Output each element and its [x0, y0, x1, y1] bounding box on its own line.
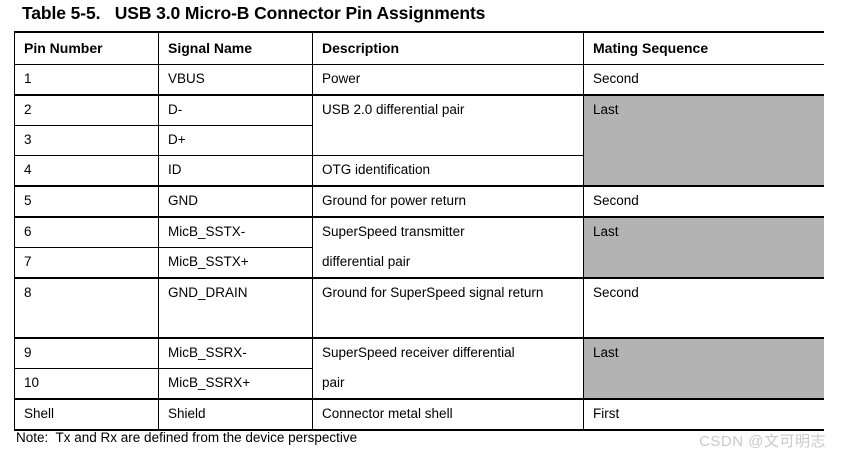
column-header-pin-number: Pin Number	[14, 31, 159, 66]
cell-signal-name: MicB_SSRX-	[158, 337, 313, 369]
cell-mating-sequence: Last	[583, 94, 824, 187]
cell-pin-number: 10	[14, 368, 159, 400]
cell-pin-number: 1	[14, 64, 159, 96]
cell-pin-number: Shell	[14, 398, 159, 432]
cell-pin-number: 9	[14, 337, 159, 369]
table-row: 10 MicB_SSRX+ pair	[14, 368, 824, 400]
cell-pin-number: 2	[14, 94, 159, 126]
cell-signal-name: GND_DRAIN	[158, 277, 313, 339]
cell-signal-name: MicB_SSRX+	[158, 368, 313, 400]
cell-description: Ground for SuperSpeed signal return	[312, 277, 584, 339]
cell-signal-name: GND	[158, 185, 313, 218]
cell-pin-number: 8	[14, 277, 159, 339]
cell-signal-name: MicB_SSTX+	[158, 247, 313, 279]
page-title: Table 5-5. USB 3.0 Micro-B Connector Pin…	[22, 3, 486, 23]
table-row: 6 MicB_SSTX- SuperSpeed transmitter Last	[14, 216, 824, 279]
cell-description: Power	[312, 64, 584, 96]
cell-signal-name: MicB_SSTX-	[158, 216, 313, 248]
table-row: 7 MicB_SSTX+ differential pair	[14, 247, 824, 279]
cell-description: Connector metal shell	[312, 398, 584, 432]
csdn-watermark: CSDN @文可明志	[699, 433, 826, 450]
cell-pin-number: 6	[14, 216, 159, 248]
table-row: 9 MicB_SSRX- SuperSpeed receiver differe…	[14, 337, 824, 400]
column-header-mating-sequence: Mating Sequence	[583, 31, 824, 66]
cell-description: Ground for power return	[312, 185, 584, 218]
cell-description: USB 2.0 differential pair	[312, 94, 584, 156]
table-footnote: Note: Tx and Rx are defined from the dev…	[16, 430, 358, 445]
cell-pin-number: 7	[14, 247, 159, 279]
cell-pin-number: 3	[14, 125, 159, 156]
cell-signal-name: Shield	[158, 398, 313, 432]
cell-pin-number: 5	[14, 185, 159, 218]
cell-signal-name: D-	[158, 94, 313, 126]
cell-mating-sequence: Last	[583, 337, 824, 400]
cell-mating-sequence: Last	[583, 216, 824, 279]
cell-signal-name: VBUS	[158, 64, 313, 96]
cell-pin-number: 4	[14, 155, 159, 187]
pin-assignment-table: Pin Number Signal Name Description Matin…	[14, 31, 824, 432]
table-row: 3 D+	[14, 125, 824, 156]
table-row: 1 VBUS Power Second	[14, 64, 824, 96]
cell-signal-name: D+	[158, 125, 313, 156]
table-row: 4 ID OTG identification	[14, 155, 824, 187]
cell-mating-sequence: Second	[583, 185, 824, 218]
cell-description: SuperSpeed receiver differential	[312, 337, 584, 369]
cell-mating-sequence: Second	[583, 64, 824, 96]
table-row: 2 D- USB 2.0 differential pair Last	[14, 94, 824, 187]
cell-description: SuperSpeed transmitter	[312, 216, 584, 248]
table-row: 8 GND_DRAIN Ground for SuperSpeed signal…	[14, 277, 824, 339]
table-row: 5 GND Ground for power return Second	[14, 185, 824, 218]
pin-assignment-table-container: Pin Number Signal Name Description Matin…	[14, 31, 824, 432]
cell-description: pair	[312, 368, 584, 400]
cell-mating-sequence: Second	[583, 277, 824, 339]
cell-signal-name: ID	[158, 155, 313, 187]
column-header-description: Description	[312, 31, 584, 66]
cell-description: differential pair	[312, 247, 584, 279]
cell-mating-sequence: First	[583, 398, 824, 432]
table-row: Shell Shield Connector metal shell First	[14, 398, 824, 432]
table-header-row: Pin Number Signal Name Description Matin…	[14, 31, 824, 66]
cell-description: OTG identification	[312, 155, 584, 187]
column-header-signal-name: Signal Name	[158, 31, 313, 66]
